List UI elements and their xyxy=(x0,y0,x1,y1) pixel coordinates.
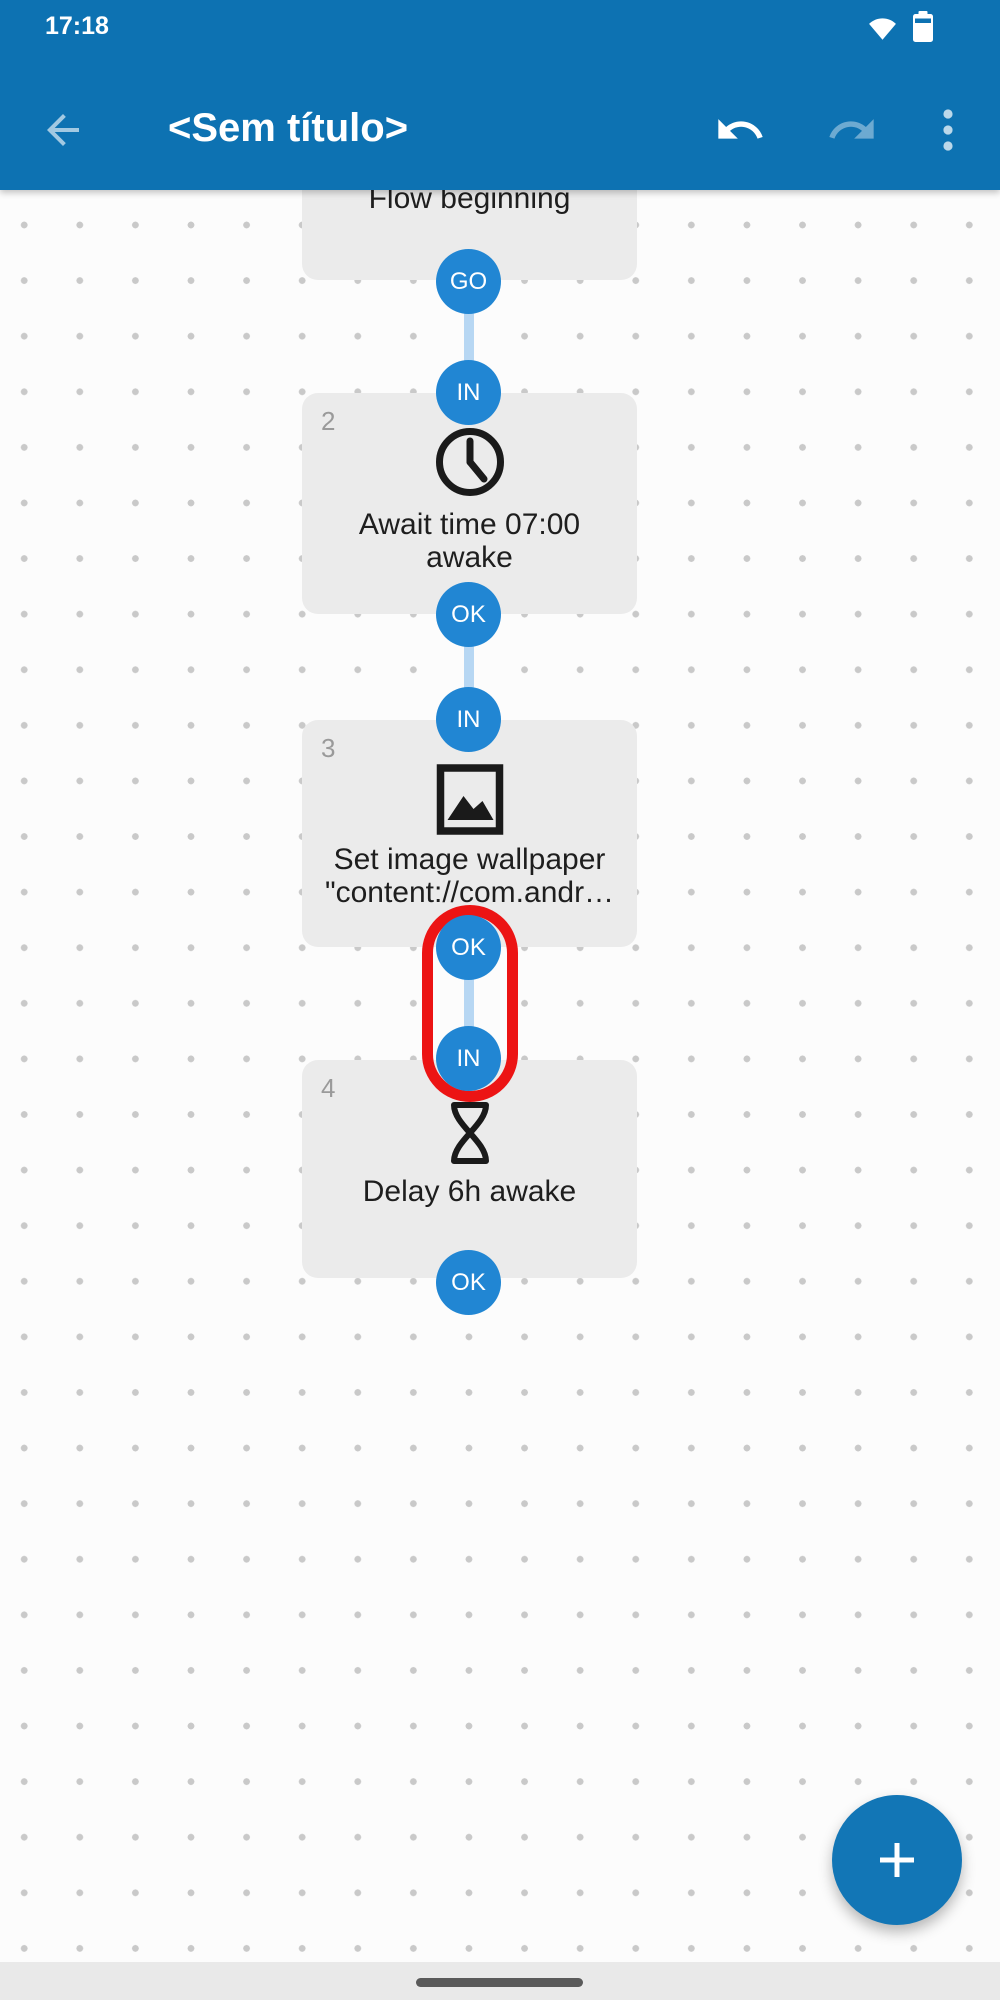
arrow-back-icon xyxy=(47,114,79,146)
app-bar: 17:18 <Sem título> xyxy=(0,0,1000,190)
connector-ok-in xyxy=(464,615,474,720)
block-number: 4 xyxy=(321,1073,336,1103)
redo-icon xyxy=(829,119,874,139)
block-number: 2 xyxy=(321,406,336,436)
block-title: Await time 07:00 xyxy=(358,508,581,541)
port-ok[interactable]: OK xyxy=(436,915,501,980)
gesture-nav-bar xyxy=(0,1962,1000,2000)
block-subtitle: awake xyxy=(426,541,513,574)
connector-ok-in-highlighted xyxy=(464,948,474,1059)
port-ok[interactable]: OK xyxy=(436,582,501,647)
undo-icon xyxy=(718,119,763,139)
port-go[interactable]: GO xyxy=(436,249,501,314)
flow-title: <Sem título> xyxy=(168,106,409,150)
block-title: Set image wallpaper xyxy=(333,843,606,876)
port-ok[interactable]: OK xyxy=(436,1250,501,1315)
port-in[interactable]: IN xyxy=(436,360,501,425)
block-subtitle: "content://com.andr… xyxy=(324,876,615,909)
plus-icon xyxy=(880,1843,914,1877)
battery-icon xyxy=(913,11,933,42)
back-button[interactable] xyxy=(39,106,87,157)
status-time: 17:18 xyxy=(45,12,109,40)
block-title: Delay 6h awake xyxy=(362,1175,577,1208)
undo-button[interactable] xyxy=(714,104,766,159)
redo-button[interactable] xyxy=(826,104,878,159)
connector-go-in xyxy=(464,282,474,393)
gesture-handle[interactable] xyxy=(416,1978,583,1987)
block-number: 3 xyxy=(321,733,336,763)
add-block-fab[interactable] xyxy=(832,1795,962,1925)
image-icon xyxy=(436,764,503,835)
more-vert-icon xyxy=(943,109,953,151)
overflow-menu-button[interactable] xyxy=(924,104,972,159)
port-in[interactable]: IN xyxy=(436,687,501,752)
block-set-image-wallpaper[interactable]: 3 Set image wallpaper "content://com.and… xyxy=(302,720,637,947)
block-await-time[interactable]: 2 Await time 07:00 awake xyxy=(302,393,637,614)
wifi-icon xyxy=(869,18,896,40)
port-in[interactable]: IN xyxy=(436,1026,501,1091)
highlight-ring xyxy=(422,905,518,1102)
clock-icon xyxy=(435,428,504,496)
hourglass-icon xyxy=(450,1102,489,1164)
